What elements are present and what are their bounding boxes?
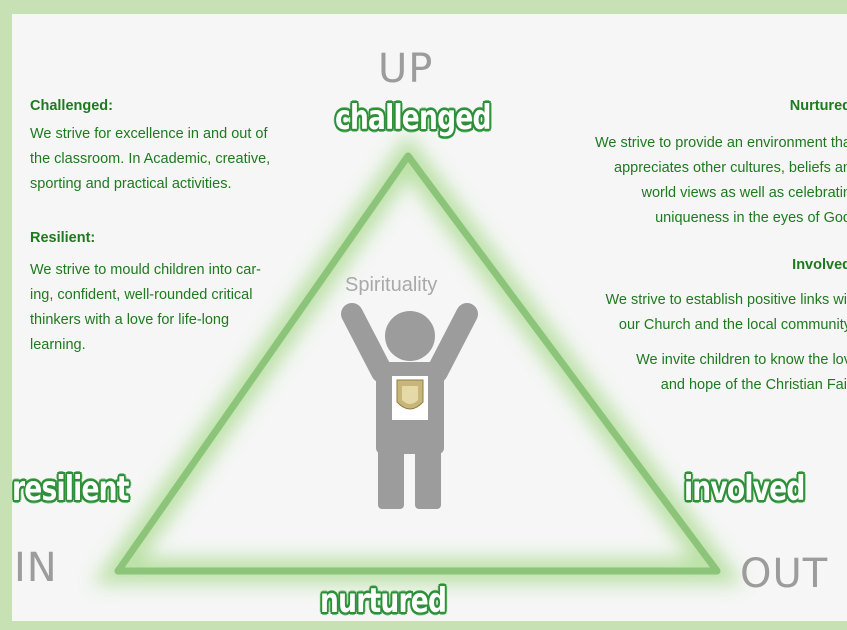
text-line: We strive to establish positive links wi…	[605, 292, 847, 308]
challenged-text: We strive for excellence in and out of t…	[30, 122, 270, 197]
text-line: appreciates other cultures, beliefs an	[614, 160, 847, 176]
triangle-diagram	[93, 133, 743, 584]
nurtured-text: We strive to provide an environment tha …	[595, 131, 847, 231]
text-line: ing, confident, well-rounded critical	[30, 287, 253, 303]
challenged-heading: Challenged:	[30, 98, 113, 114]
text-line: uniqueness in the eyes of God	[655, 210, 847, 226]
text-line: world views as well as celebratin	[641, 185, 847, 201]
spirituality-label: Spirituality	[345, 274, 438, 296]
direction-up-label: UP	[378, 46, 434, 92]
direction-out-label: OUT	[740, 551, 829, 597]
text-line: We strive to mould children into car-	[30, 262, 262, 278]
resilient-text: We strive to mould children into car- in…	[30, 258, 261, 358]
involved-heading: Involved	[792, 257, 847, 273]
triangle-outline	[114, 152, 721, 575]
text-line: We strive for excellence in and out of	[30, 126, 268, 142]
involved-text-b: We invite children to know the lov and h…	[636, 348, 847, 398]
direction-in-label: IN	[14, 545, 58, 591]
word-resilient: resilient	[12, 469, 129, 509]
text-line: learning.	[30, 337, 86, 353]
involved-text-a: We strive to establish positive links wi…	[605, 288, 847, 338]
resilient-heading: Resilient:	[30, 230, 96, 246]
text-line: We invite children to know the lov	[636, 352, 847, 368]
word-involved: involved	[684, 469, 805, 509]
text-line: sporting and practical activities.	[30, 176, 232, 192]
text-line: and hope of the Christian Fait	[660, 377, 847, 393]
word-nurtured: nurtured	[320, 581, 447, 621]
text-line: our Church and the local community	[618, 317, 847, 333]
word-challenged: challenged	[335, 98, 491, 138]
text-line: We strive to provide an environment tha	[594, 135, 847, 151]
text-line: thinkers with a love for life-long	[30, 312, 230, 328]
nurtured-heading: Nurtured	[789, 98, 847, 114]
document-page: UP IN OUT challenged resilient involved …	[12, 14, 847, 621]
school-crest	[392, 376, 428, 420]
text-line: the classroom. In Academic, creative,	[30, 151, 271, 167]
